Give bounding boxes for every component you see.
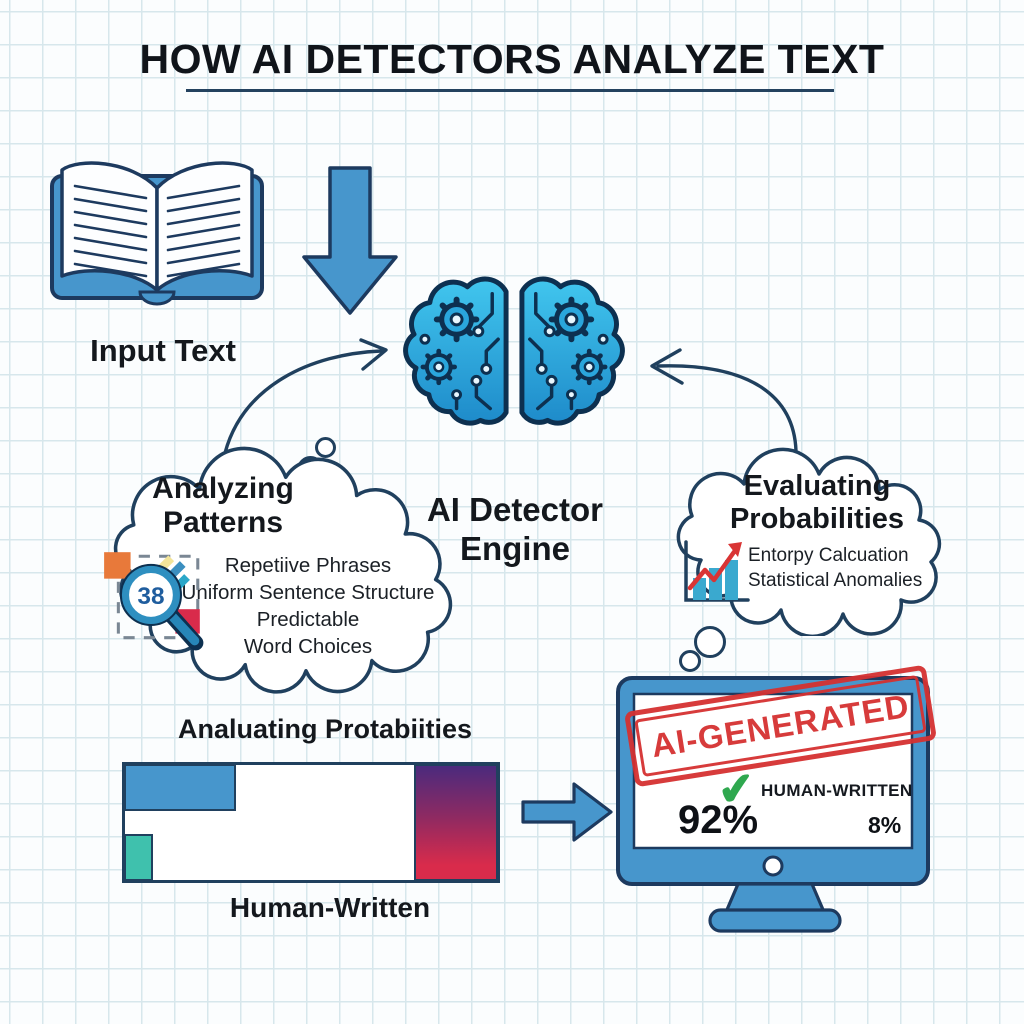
down-arrow-icon [302, 166, 398, 315]
right-arrow-icon [521, 782, 613, 842]
left-cloud-item: Uniform Sentence Structure [181, 581, 435, 604]
right-cloud-item: Entorpy Calcuation [748, 545, 909, 566]
engine-label: AI Detector Engine [426, 491, 604, 567]
thought-bubble [679, 650, 701, 672]
book-text-lines [73, 184, 241, 278]
rising-bar-chart-icon [684, 540, 750, 602]
left-cloud-item: Predictable [256, 608, 360, 631]
magnifier-number: 38 [137, 583, 164, 610]
left-cloud-item: Repetiive Phrases [224, 554, 392, 577]
gradient-block [414, 764, 498, 881]
probability-bars-figure [122, 762, 500, 883]
title-underline [186, 89, 834, 92]
circuit-brain-icon [403, 262, 633, 460]
human-written-label: HUMAN-WRITTEN [761, 781, 913, 800]
bars-title: Analuating Protabiities [177, 714, 473, 744]
right-cloud-item: Statistical Anomalies [748, 570, 923, 591]
human-written-caption: Human-Written [229, 892, 431, 923]
thought-bubble [315, 437, 336, 458]
thought-bubble [694, 626, 726, 658]
input-text-label: Input Text [90, 333, 236, 368]
brain-circuit-nodes [419, 325, 493, 401]
brain-gear [420, 296, 480, 386]
right-cloud-title: Evaluating Probabilities [729, 470, 905, 535]
desktop-monitor-icon [616, 676, 930, 933]
curved-arrow-left-icon [223, 338, 388, 455]
left-cloud-item: Word Choices [243, 635, 373, 658]
blue-bar [124, 764, 236, 811]
teal-bar [124, 834, 153, 881]
left-cloud-title: Analyzing Patterns [152, 472, 294, 539]
right-cloud-items: Entorpy Calcuation Statistical Anomalies [748, 543, 928, 593]
brain-circuit-traces [454, 291, 500, 411]
magnifier-pattern-icon: 38 [104, 552, 204, 651]
curved-arrow-right-icon [650, 348, 798, 453]
open-book-icon [50, 161, 264, 306]
ai-percentage: 92% [678, 798, 759, 842]
left-cloud-items: Repetiive Phrases Uniform Sentence Struc… [176, 552, 440, 660]
page-title: HOW AI DETECTORS ANALYZE TEXT [139, 36, 885, 82]
human-percentage: 8% [868, 812, 902, 838]
